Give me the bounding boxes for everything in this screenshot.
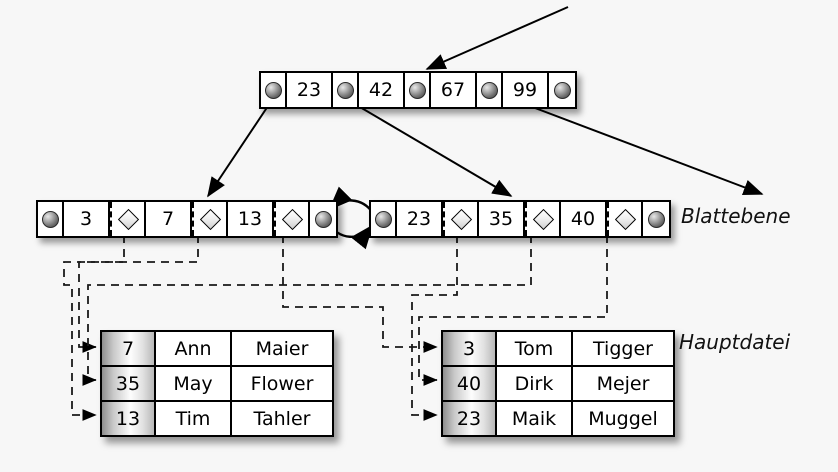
row-first: Tim (156, 402, 232, 435)
leafleft-key-1: 7 (146, 202, 192, 236)
root-pointer-3[interactable] (477, 73, 503, 107)
leafleft-prev-pointer[interactable] (38, 202, 64, 236)
row-key: 7 (102, 332, 156, 365)
record-diamond-icon (117, 208, 139, 230)
pointer-sphere-icon (264, 81, 282, 99)
record-diamond-icon (281, 208, 303, 230)
main-file-table-right[interactable]: 3 Tom Tigger 40 Dirk Mejer 23 Maik Mugge… (441, 330, 675, 437)
row-key: 23 (443, 402, 497, 435)
leafleft-record-pointer-1[interactable] (192, 202, 228, 236)
record-diamond-icon (532, 208, 554, 230)
table-row[interactable]: 35 May Flower (102, 367, 332, 402)
record-diamond-icon (199, 208, 221, 230)
pointer-sphere-icon (41, 210, 59, 228)
leafright-key-0: 23 (397, 202, 443, 236)
row-last: Tigger (573, 332, 673, 365)
root-pointer-2[interactable] (405, 73, 431, 107)
pointer-sphere-icon (647, 210, 665, 228)
leaf-node-right[interactable]: 23 35 40 (369, 200, 671, 238)
leafright-record-pointer-1[interactable] (525, 202, 561, 236)
leafleft-key-2: 13 (228, 202, 274, 236)
pointer-sphere-icon (314, 210, 332, 228)
dashed-leafright-d3-to-row-40 (418, 235, 608, 386)
root-key-3: 99 (503, 73, 549, 107)
leafright-key-1: 35 (479, 202, 525, 236)
row-key: 40 (443, 367, 497, 400)
arrow-into-root (425, 6, 569, 70)
arrow-root-to-right-leaf (347, 99, 513, 197)
leafleft-key-0: 3 (64, 202, 110, 236)
row-first: May (156, 367, 232, 400)
leafright-record-pointer-0[interactable] (443, 202, 479, 236)
leafright-next-pointer[interactable] (643, 202, 669, 236)
row-key: 13 (102, 402, 156, 435)
leafright-record-pointer-2[interactable] (607, 202, 643, 236)
root-key-1: 42 (359, 73, 405, 107)
main-file-table-left[interactable]: 7 Ann Maier 35 May Flower 13 Tim Tahler (100, 330, 334, 437)
pointer-sphere-icon (480, 81, 498, 99)
row-last: Maier (232, 332, 332, 365)
root-key-0: 23 (287, 73, 333, 107)
table-row[interactable]: 40 Dirk Mejer (443, 367, 673, 402)
root-pointer-4[interactable] (549, 73, 575, 107)
leafleft-next-pointer[interactable] (310, 202, 336, 236)
row-last: Tahler (232, 402, 332, 435)
root-key-2: 67 (431, 73, 477, 107)
dashed-leafleft-d3-to-row-3 (282, 235, 438, 353)
dashed-leafright-d1-to-row-23 (411, 235, 458, 421)
main-file-label: Hauptdatei (679, 330, 791, 354)
pointer-sphere-icon (336, 81, 354, 99)
pointer-sphere-icon (408, 81, 426, 99)
record-diamond-icon (450, 208, 472, 230)
row-last: Mejer (573, 367, 673, 400)
arrow-root-to-left-leaf (207, 99, 273, 198)
table-row[interactable]: 3 Tom Tigger (443, 332, 673, 367)
record-diamond-icon (614, 208, 636, 230)
table-row[interactable]: 23 Maik Muggel (443, 402, 673, 435)
dashed-leafleft-d2-to-row-13 (63, 235, 199, 421)
row-first: Maik (497, 402, 573, 435)
row-last: Flower (232, 367, 332, 400)
table-row[interactable]: 7 Ann Maier (102, 332, 332, 367)
leaf-level-label: Blattebene (681, 204, 791, 228)
row-key: 35 (102, 367, 156, 400)
arrow-root-to-leaf-level-label (513, 99, 764, 195)
dashed-leafright-d2-to-row-35 (82, 235, 532, 386)
pointer-sphere-icon (374, 210, 392, 228)
row-key: 3 (443, 332, 497, 365)
row-first: Dirk (497, 367, 573, 400)
leaf-node-left[interactable]: 3 7 13 (36, 200, 338, 238)
leafright-key-2: 40 (561, 202, 607, 236)
pointer-sphere-icon (553, 81, 571, 99)
root-pointer-1[interactable] (333, 73, 359, 107)
leafleft-record-pointer-0[interactable] (110, 202, 146, 236)
row-first: Tom (497, 332, 573, 365)
index-root-node[interactable]: 23 42 67 99 (259, 71, 577, 109)
root-pointer-0[interactable] (261, 73, 287, 107)
row-last: Muggel (573, 402, 673, 435)
table-row[interactable]: 13 Tim Tahler (102, 402, 332, 435)
leafright-prev-pointer[interactable] (371, 202, 397, 236)
leafleft-record-pointer-2[interactable] (274, 202, 310, 236)
row-first: Ann (156, 332, 232, 365)
